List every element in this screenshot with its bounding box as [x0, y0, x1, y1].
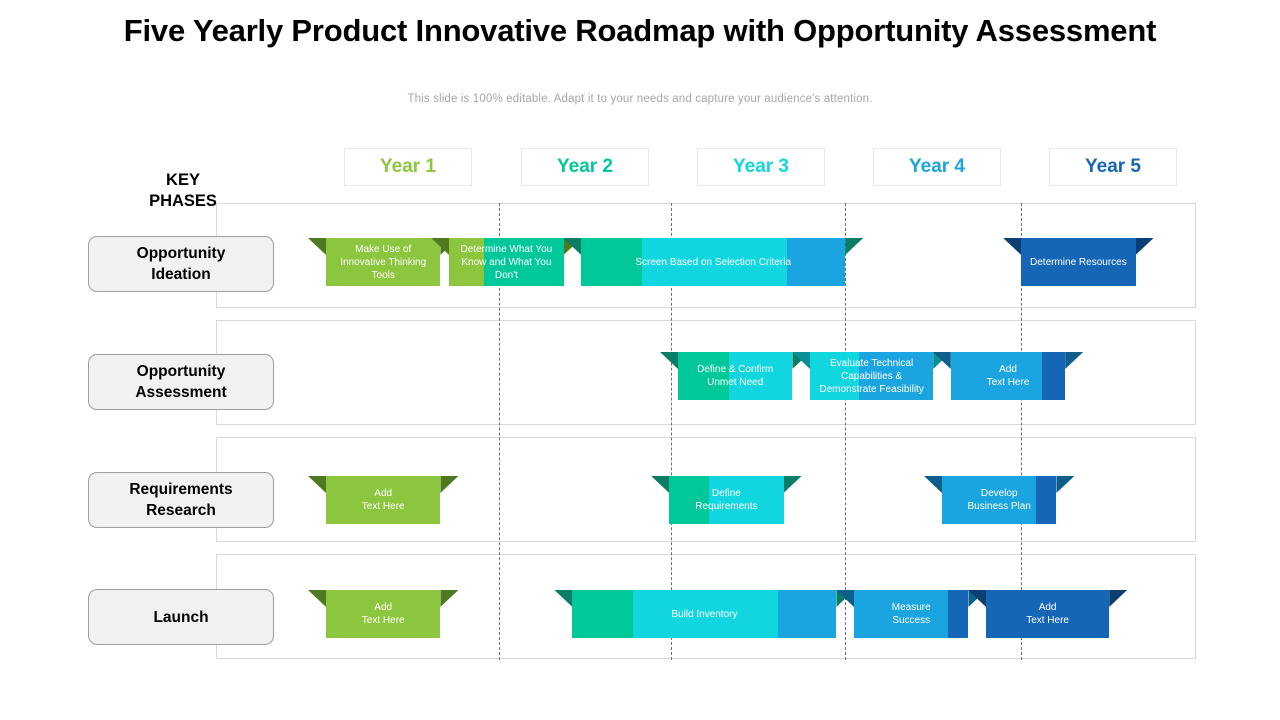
- bar-fill: [942, 476, 1057, 524]
- year-chip-1[interactable]: Year 1: [344, 148, 472, 186]
- bar-label: Build Inventory: [671, 608, 738, 620]
- bar-fill: [854, 590, 969, 638]
- roadmap-bar[interactable]: Add Text Here: [308, 590, 459, 638]
- bar-segment: [483, 238, 564, 286]
- bar-segment: [326, 238, 441, 286]
- bar-segment: [669, 476, 710, 524]
- roadmap-bar[interactable]: Define Requirements: [651, 476, 802, 524]
- year-divider-3: [845, 203, 846, 660]
- bar-fill: [326, 238, 441, 286]
- phase-pill-label: Launch: [153, 608, 209, 626]
- year-divider-2: [671, 203, 672, 660]
- bar-fill: [449, 238, 564, 286]
- bar-fill: [1021, 238, 1136, 286]
- bar-segment: [678, 352, 730, 400]
- year-chip-label: Year 5: [1085, 156, 1141, 177]
- year-divider-4: [1021, 203, 1022, 660]
- bar-segment: [778, 590, 837, 638]
- year-chip-label: Year 3: [733, 156, 789, 177]
- bar-segment: [950, 352, 1043, 400]
- bar-segment: [449, 238, 484, 286]
- bar-label: Screen Based on Selection Criteria: [635, 256, 791, 268]
- bar-fill: [950, 352, 1066, 400]
- bar-segment: [787, 238, 846, 286]
- bar-fill: [669, 476, 784, 524]
- roadmap-bar[interactable]: Define & Confirm Unmet Need: [660, 352, 811, 400]
- roadmap-bar[interactable]: Determine Resources: [1003, 238, 1154, 286]
- year-chip-label: Year 4: [909, 156, 965, 177]
- bar-label: Define Requirements: [695, 488, 758, 512]
- bar-segment: [326, 476, 441, 524]
- bar-label: Add Text Here: [361, 602, 405, 626]
- roadmap-bar[interactable]: Add Text Here: [308, 476, 459, 524]
- year-chip-label: Year 1: [380, 156, 436, 177]
- roadmap-bar[interactable]: Build Inventory: [554, 590, 855, 638]
- bar-fill: [986, 590, 1110, 638]
- year-chip-4[interactable]: Year 4: [873, 148, 1001, 186]
- bar-fill: [581, 238, 846, 286]
- bar-segment: [633, 590, 779, 638]
- year-chip-3[interactable]: Year 3: [697, 148, 825, 186]
- roadmap-bar[interactable]: Add Text Here: [932, 352, 1084, 400]
- bar-segment: [854, 590, 948, 638]
- bar-label: Make Use of Innovative Thinking Tools: [340, 243, 427, 281]
- bar-label: Measure Success: [891, 602, 931, 626]
- bar-label: Define & Confirm Unmet Need: [697, 364, 774, 388]
- bar-label: Add Text Here: [986, 364, 1030, 388]
- year-chip-label: Year 2: [557, 156, 613, 177]
- year-header-row: Year 1 Year 2 Year 3 Year 4 Year 5: [0, 148, 1280, 186]
- roadmap-bar[interactable]: Measure Success: [836, 590, 987, 638]
- bar-segment: [581, 238, 642, 286]
- bar-segment: [326, 590, 441, 638]
- roadmap-bar[interactable]: Determine What You Know and What You Don…: [431, 238, 582, 286]
- bar-fill: [326, 476, 441, 524]
- bar-segment: [572, 590, 634, 638]
- bar-label: Determine Resources: [1030, 256, 1127, 268]
- year-chip-5[interactable]: Year 5: [1049, 148, 1177, 186]
- bar-fill: [572, 590, 837, 638]
- bar-segment: [947, 590, 969, 638]
- bar-segment: [729, 352, 793, 400]
- bar-fill: [678, 352, 793, 400]
- bar-segment: [942, 476, 1036, 524]
- bar-label: Add Text Here: [1026, 602, 1069, 626]
- roadmap-bar[interactable]: Evaluate Technical Capabilities & Demons…: [792, 352, 952, 400]
- bar-segment: [1035, 476, 1057, 524]
- bar-segment: [641, 238, 788, 286]
- bar-segment: [709, 476, 784, 524]
- roadmap-bar[interactable]: Screen Based on Selection Criteria: [563, 238, 864, 286]
- bar-segment: [1042, 352, 1066, 400]
- bar-segment: [810, 352, 860, 400]
- year-chip-2[interactable]: Year 2: [521, 148, 649, 186]
- bar-label: Develop Business Plan: [967, 488, 1031, 512]
- bar-fill: [326, 590, 441, 638]
- bar-label: Add Text Here: [361, 488, 405, 512]
- bar-label: Determine What You Know and What You Don…: [460, 243, 553, 281]
- year-divider-1: [499, 203, 500, 660]
- bar-segment: [1021, 238, 1136, 286]
- page-title: Five Yearly Product Innovative Roadmap w…: [123, 13, 1157, 48]
- page-subtitle: This slide is 100% editable. Adapt it to…: [407, 93, 873, 105]
- phase-pill-4[interactable]: Launch: [88, 589, 274, 645]
- bar-segment: [986, 590, 1110, 638]
- bar-label: Evaluate Technical Capabilities & Demons…: [819, 357, 924, 395]
- bar-fill: [810, 352, 934, 400]
- roadmap-bar[interactable]: Add Text Here: [968, 590, 1128, 638]
- roadmap-bar[interactable]: Make Use of Innovative Thinking Tools: [308, 238, 459, 286]
- roadmap-bar[interactable]: Develop Business Plan: [924, 476, 1075, 524]
- bar-segment: [859, 352, 934, 400]
